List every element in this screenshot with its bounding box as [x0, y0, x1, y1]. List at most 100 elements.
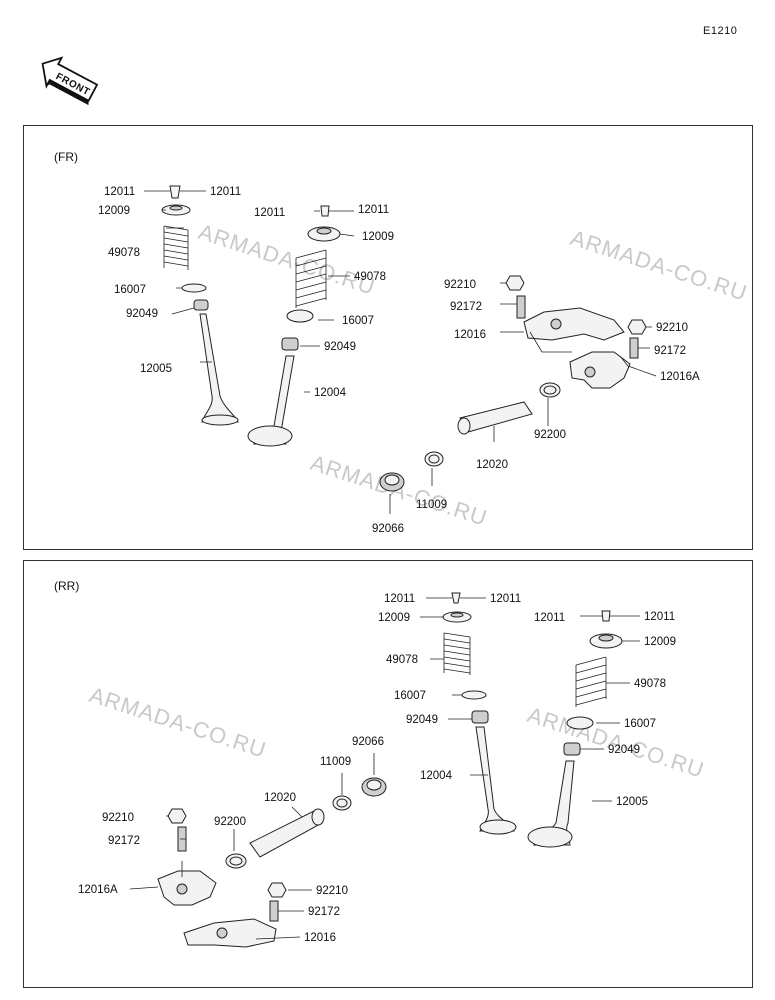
page-code: E1210: [703, 25, 738, 37]
rr-callout-21: 12016A: [78, 884, 118, 896]
fr-callout-2: 12011: [210, 186, 241, 198]
rr-rocker-arm-12016A: [157, 870, 217, 906]
fr-callout-16: 92172: [450, 301, 482, 313]
fr-callout-17: 12016: [454, 329, 486, 341]
fr-spring-retainer-left: [161, 204, 191, 216]
rr-nut-92210-a: [167, 808, 187, 824]
rr-intake-valve: [475, 726, 517, 835]
fr-stem-seal-left: [193, 299, 209, 311]
rr-callout-15: 92066: [352, 736, 384, 748]
fr-callout-7: 12005: [140, 363, 172, 375]
rr-spring-retainer-right: [589, 633, 623, 649]
panel-label-rr: (RR): [54, 579, 80, 593]
watermark-rr-2: ARMADA-CO.RU: [524, 702, 707, 783]
fr-callout-1: 12011: [104, 186, 135, 198]
rr-spring-retainer-left: [442, 611, 472, 623]
rr-nut-92210-b: [267, 882, 287, 898]
fr-exhaust-valve: [199, 313, 239, 426]
rr-callout-6: 92049: [406, 714, 438, 726]
watermark-fr-1: ARMADA-CO.RU: [195, 219, 378, 300]
fr-nut-92210-b: [627, 319, 647, 335]
rr-valve-cotter-right: [601, 610, 611, 622]
fr-callout-10: 12009: [362, 231, 394, 243]
fr-callout-3: 12009: [98, 205, 130, 217]
rr-callout-17: 12020: [264, 792, 296, 804]
fr-callout-22: 12020: [476, 459, 508, 471]
panel-front-cylinder: (FR) ARMADA-CO.RU ARMADA-CO.RU ARMADA-CO…: [23, 125, 753, 550]
fr-callout-15: 92210: [444, 279, 476, 291]
fr-callout-24: 92066: [372, 523, 404, 535]
fr-stem-seal-right: [281, 337, 299, 351]
rr-stem-seal-right: [563, 742, 581, 756]
rr-callout-2: 12011: [490, 593, 521, 605]
panel-rear-cylinder: (RR) ARMADA-CO.RU ARMADA-CO.RU: [23, 560, 753, 988]
fr-callout-18: 92210: [656, 322, 688, 334]
rr-spring-seat-left: [461, 690, 487, 700]
rr-oring-11009: [332, 795, 352, 811]
rr-callout-13: 92049: [608, 744, 640, 756]
rr-spring-seat-right: [566, 716, 594, 730]
rr-callout-12: 16007: [624, 718, 656, 730]
rr-callout-23: 92172: [308, 906, 340, 918]
rr-exhaust-valve: [527, 760, 575, 848]
fr-spring-retainer-right: [307, 226, 341, 242]
front-direction-arrow-icon: FRONT: [41, 56, 99, 106]
rr-plug-92066: [361, 777, 387, 797]
fr-valve-spring-right: [295, 249, 327, 308]
fr-intake-valve: [247, 355, 295, 447]
fr-callout-8: 12011: [254, 207, 285, 219]
fr-pushrod-tube: [457, 401, 533, 435]
fr-callout-14: 12004: [314, 387, 347, 399]
watermark-fr-2: ARMADA-CO.RU: [567, 225, 750, 306]
fr-callout-11: 49078: [354, 271, 386, 283]
fr-adjuster-92172-a: [516, 295, 526, 319]
rr-callout-9: 12011: [644, 611, 675, 623]
rr-callout-22: 92210: [316, 885, 348, 897]
rr-callout-16: 11009: [320, 756, 351, 768]
rr-adjuster-92172-b: [269, 900, 279, 922]
fr-valve-cotter-right: [320, 205, 330, 217]
fr-callout-5: 16007: [114, 284, 146, 296]
rr-callout-18: 92200: [214, 816, 246, 828]
rr-callout-8: 12011: [534, 612, 565, 624]
rr-valve-cotter-left: [451, 592, 461, 604]
fr-callout-4: 49078: [108, 247, 140, 259]
rr-callout-14: 12005: [616, 796, 648, 808]
rr-rocker-arm-12016: [183, 918, 277, 948]
fr-exploded-diagram: ARMADA-CO.RU ARMADA-CO.RU ARMADA-CO.RU: [98, 185, 751, 535]
fr-valve-cotter-left: [169, 185, 181, 199]
rr-callout-3: 12009: [378, 612, 410, 624]
rr-callout-7: 12004: [420, 770, 453, 782]
fr-callout-6: 92049: [126, 308, 158, 320]
rr-callout-11: 49078: [634, 678, 666, 690]
panel-label-fr: (FR): [54, 150, 78, 164]
fr-callout-20: 12016A: [660, 371, 700, 383]
fr-callout-13: 92049: [324, 341, 356, 353]
fr-rocker-arm-12016A: [569, 351, 631, 389]
fr-nut-92210-a: [505, 275, 525, 291]
fr-callout-23: 11009: [416, 499, 447, 511]
rr-callout-4: 49078: [386, 654, 418, 666]
fr-callout-21: 92200: [534, 429, 566, 441]
rr-stem-seal-left: [471, 710, 489, 724]
fr-callout-19: 92172: [654, 345, 686, 357]
watermark-rr-1: ARMADA-CO.RU: [86, 682, 269, 763]
rr-valve-spring-right: [575, 656, 607, 707]
fr-oring-92200: [539, 382, 561, 398]
rr-callout-10: 12009: [644, 636, 676, 648]
rr-exploded-diagram: ARMADA-CO.RU ARMADA-CO.RU: [78, 592, 708, 948]
rr-pushrod-tube: [249, 808, 325, 858]
rr-callout-5: 16007: [394, 690, 426, 702]
fr-callout-12: 16007: [342, 315, 374, 327]
fr-spring-seat-right: [286, 309, 314, 323]
fr-spring-seat-left: [181, 283, 207, 293]
fr-plug-92066: [379, 472, 405, 492]
fr-valve-spring-left: [163, 225, 189, 270]
rr-callout-24: 12016: [304, 932, 336, 944]
fr-callout-9: 12011: [358, 204, 389, 216]
fr-oring-11009: [424, 451, 444, 467]
fr-adjuster-92172-b: [629, 337, 639, 359]
rr-callout-20: 92172: [108, 835, 140, 847]
rr-oring-92200: [225, 853, 247, 869]
watermark-fr-3: ARMADA-CO.RU: [307, 450, 490, 531]
